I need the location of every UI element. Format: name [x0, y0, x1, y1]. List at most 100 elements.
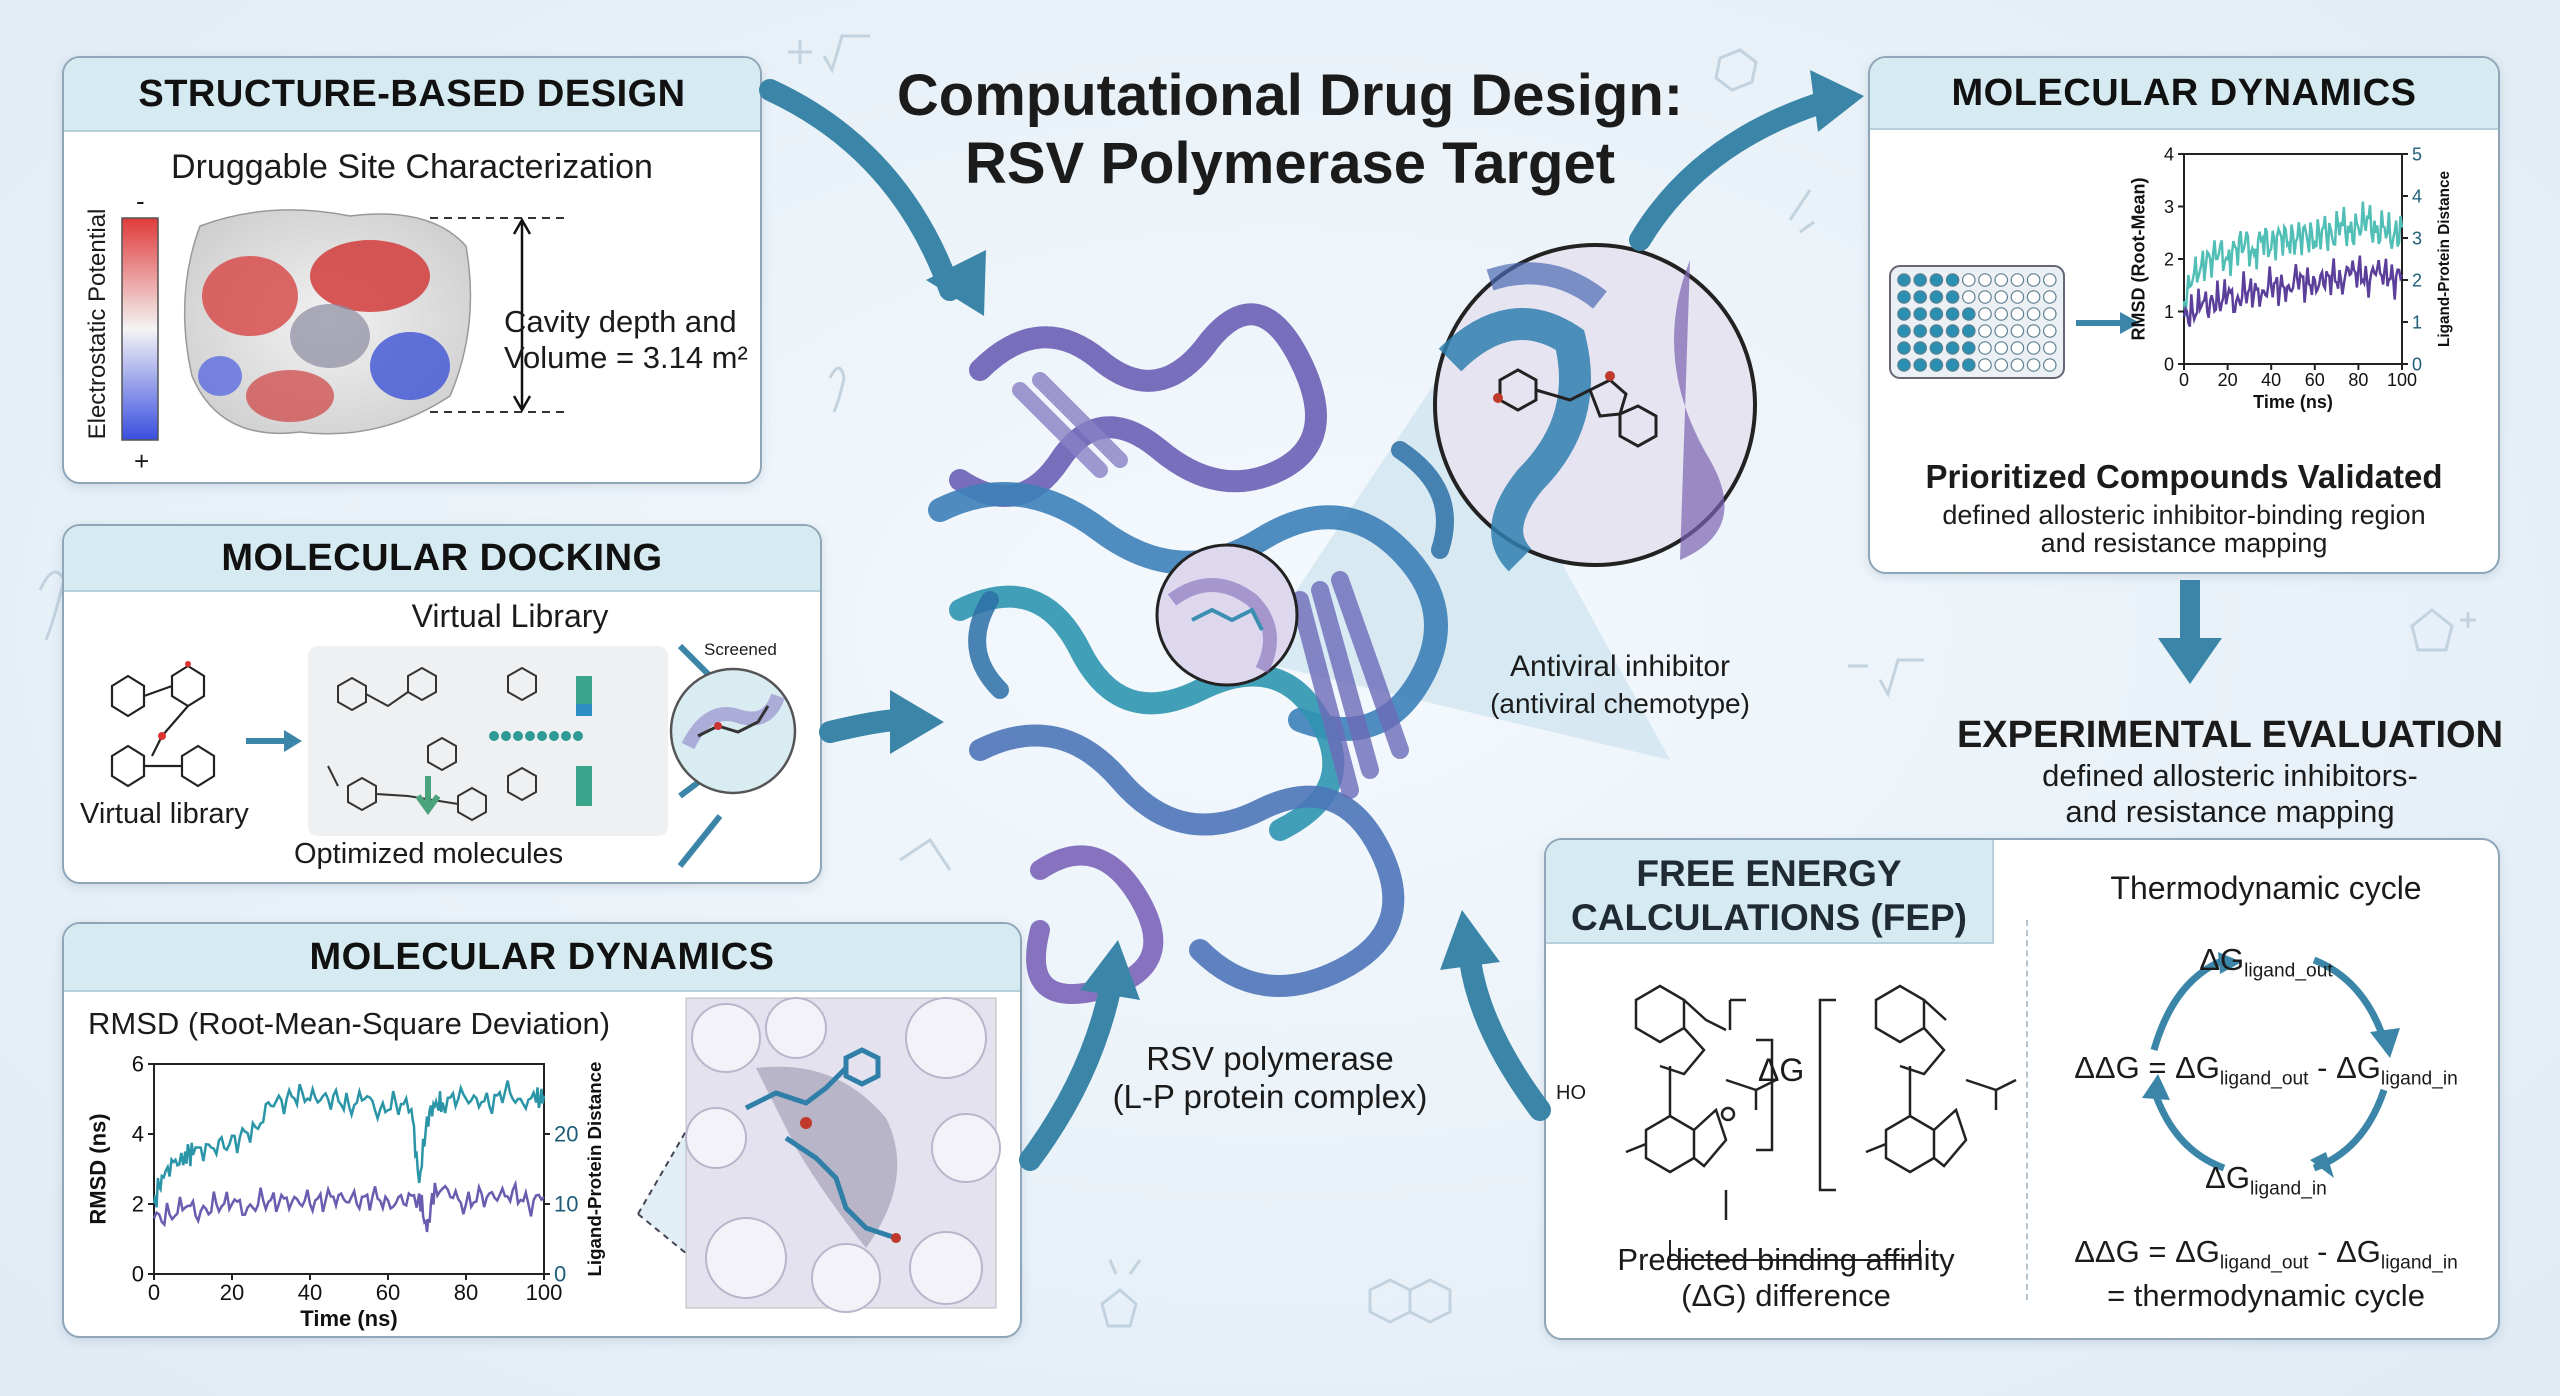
experimental-line-2: and resistance mapping: [2065, 794, 2395, 829]
plate-well: [1945, 358, 1960, 372]
panel-subtitle: Druggable Site Characterization: [171, 148, 653, 186]
screened-label: Screened: [704, 640, 777, 659]
x-tick-label: 20: [2218, 370, 2238, 390]
molecular-docking-panel: MOLECULAR DOCKING Virtual Library Virtua…: [62, 524, 822, 884]
plate-well: [1913, 307, 1927, 321]
optimized-label: Optimized molecules: [294, 838, 564, 870]
y-tick-label: 2: [132, 1192, 144, 1217]
panel-header: MOLECULAR DYNAMICS: [64, 924, 1020, 992]
plate-well: [1962, 273, 1976, 287]
polymerase-line-1: RSV polymerase: [1146, 1040, 1394, 1077]
plate-well: [2043, 273, 2057, 287]
cycle-top-label: ΔGligand_out: [2166, 942, 2366, 983]
plate-well: [1897, 341, 1911, 355]
plate-well: [1978, 273, 1992, 287]
y2-tick-label: 4: [2412, 186, 2422, 206]
plate-well: [1962, 307, 1976, 321]
well-plate-icon: [1889, 265, 2065, 379]
y-tick-label: 2: [2164, 249, 2174, 269]
fep-header-line-1: FREE ENERGY: [1636, 853, 1902, 894]
y2-tick-label: 1: [2412, 312, 2422, 332]
x-tick-label: 0: [148, 1280, 160, 1305]
subscript-out: ligand_out: [2219, 1252, 2309, 1274]
plate-well: [2026, 290, 2041, 304]
x-axis-label: Time (ns): [2253, 392, 2333, 412]
plate-well: [2010, 273, 2025, 287]
subscript-in: ligand_in: [2249, 1178, 2327, 1200]
plate-well: [1929, 324, 1944, 338]
panel-header: STRUCTURE-BASED DESIGN: [64, 58, 760, 132]
plate-well: [1897, 358, 1911, 372]
polymerase-line-2: (L-P protein complex): [1112, 1078, 1428, 1115]
plot-frame: [153, 1063, 545, 1275]
plate-well: [2010, 358, 2025, 372]
x-tick-label: 60: [376, 1280, 400, 1305]
plate-well: [1929, 358, 1944, 372]
subscript-in: ligand_in: [2380, 1252, 2458, 1274]
plate-well: [1897, 324, 1911, 338]
plate-well: [1945, 324, 1960, 338]
x-tick-label: 100: [2387, 370, 2417, 390]
y2-axis-label: Ligand-Protein Distance: [584, 1062, 605, 1277]
ddg-symbol: ΔΔG: [2074, 1050, 2140, 1085]
subscript-out: ligand_out: [2244, 960, 2333, 982]
y-tick-label: 4: [132, 1122, 144, 1147]
plate-well: [2043, 307, 2057, 321]
plate-well: [2043, 341, 2057, 355]
rmsd-subtitle: RMSD (Root-Mean-Square Deviation): [88, 1006, 611, 1041]
validated-line-1: defined allosteric inhibitor-binding reg…: [1942, 500, 2426, 530]
structure-based-design-panel: STRUCTURE-BASED DESIGN Druggable Site Ch…: [62, 56, 762, 484]
panel-header: MOLECULAR DYNAMICS: [1870, 58, 2498, 130]
plate-well: [1962, 324, 1976, 338]
plate-well: [1913, 358, 1927, 372]
protein-surface-image: [183, 209, 472, 435]
plate-well: [1994, 307, 2008, 321]
arrow-to-library: [246, 730, 302, 752]
plate-well: [1994, 358, 2008, 372]
protein-ribbon-image: [928, 303, 1454, 1004]
plate-well: [1962, 290, 1976, 304]
plate-well: [1994, 341, 2008, 355]
series-line-0: [152, 1080, 546, 1208]
plate-well: [2010, 324, 2025, 338]
plate-well: [2043, 324, 2057, 338]
zoom-cone: [1250, 360, 1670, 760]
docking-pose-circle: [669, 667, 797, 795]
final-equation: ΔΔG = ΔGligand_out - ΔGligand_in: [2074, 1234, 2458, 1274]
plate-well: [1929, 290, 1944, 304]
plate-well: [1913, 341, 1927, 355]
final-equation-suffix: = thermodynamic cycle: [2107, 1278, 2425, 1313]
x-tick-label: 40: [298, 1280, 322, 1305]
plate-well: [1913, 290, 1927, 304]
down-arrow: [2158, 580, 2222, 684]
predicted-line-2: (ΔG) difference: [1681, 1278, 1891, 1313]
ho-label: HO: [1556, 1082, 1586, 1104]
cavity-label: Cavity depth and Volume = 3.14 m²: [504, 304, 748, 376]
delta-g-label: ΔG: [1758, 1052, 1805, 1088]
validated-title: Prioritized Compounds Validated: [1925, 458, 2443, 495]
cycle-arrows: [2142, 952, 2400, 1178]
page-title: Computational Drug Design: RSV Polymeras…: [840, 62, 1740, 198]
inhibitor-label: Antiviral inhibitor: [1509, 650, 1731, 683]
plate-well: [2043, 290, 2057, 304]
plate-well: [2026, 341, 2041, 355]
y2-tick-label: 0: [2412, 354, 2422, 374]
x-tick-label: 40: [2261, 370, 2281, 390]
plate-well: [2026, 324, 2041, 338]
plate-well: [1962, 341, 1976, 355]
experimental-line-1: defined allosteric inhibitors-: [2042, 758, 2418, 793]
y2-tick-label: 3: [2412, 228, 2422, 248]
title-line-1: Computational Drug Design:: [896, 63, 1684, 128]
dg-symbol: ΔG: [2175, 1050, 2220, 1085]
dg-symbol: ΔG: [2336, 1050, 2381, 1085]
plate-well: [1962, 358, 1976, 372]
plate-well: [1929, 273, 1944, 287]
dg-symbol: ΔG: [2199, 942, 2245, 977]
x-axis-label: Time (ns): [300, 1306, 397, 1331]
library-title: Virtual Library: [411, 598, 609, 634]
x-tick-label: 60: [2305, 370, 2325, 390]
y-axis-label: RMSD (Root-Mean): [2128, 178, 2148, 341]
